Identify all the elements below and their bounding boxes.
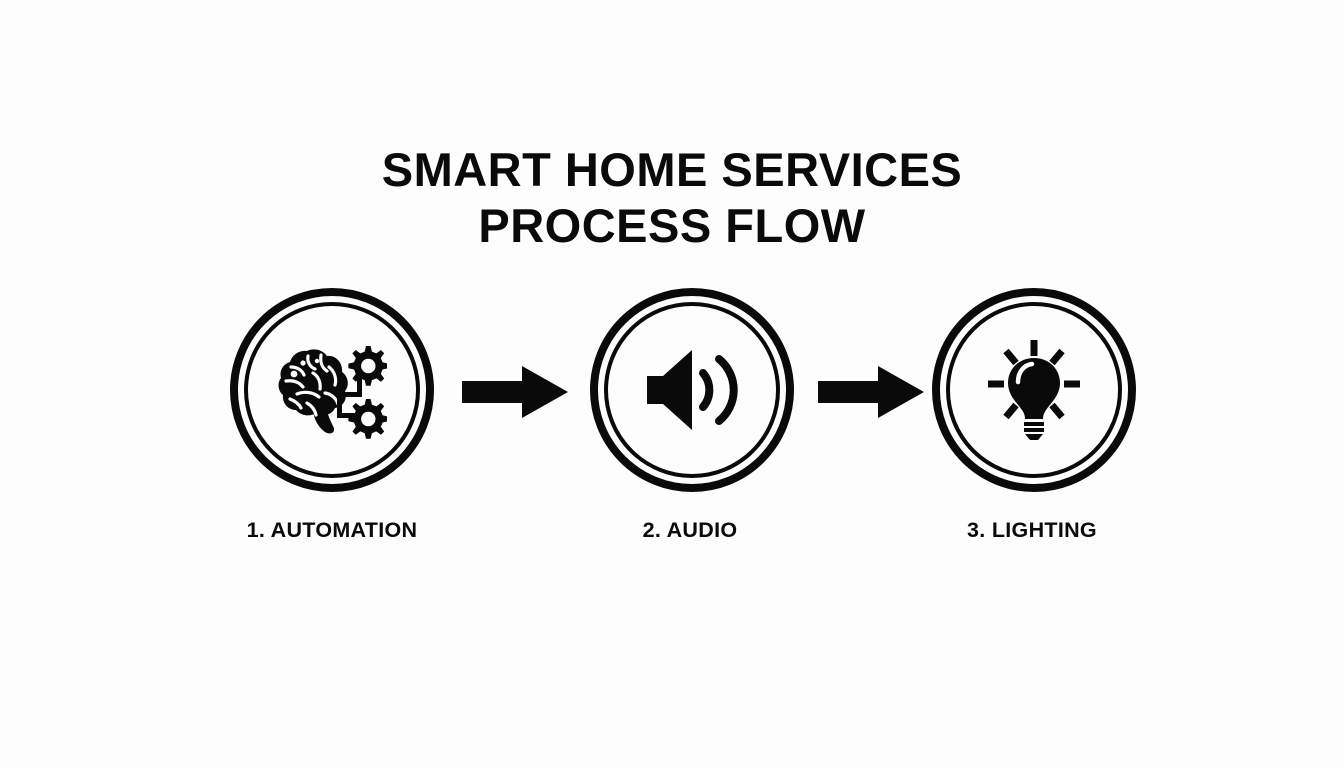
- step-label-audio: 2. AUDIO: [642, 518, 738, 542]
- page-title-line-1: SMART HOME SERVICES: [381, 143, 963, 196]
- step-label-lighting: 3. LIGHTING: [967, 518, 1097, 542]
- node-icon-holder: [932, 288, 1136, 492]
- step-label-automation: 1. AUTOMATION: [246, 518, 418, 542]
- process-label-row: 1. AUTOMATION 2. AUDIO 3. LIGHTING: [0, 515, 1344, 549]
- process-step-lighting[interactable]: [932, 288, 1136, 492]
- flow-arrow-1: [462, 364, 568, 420]
- node-inner-ring: [604, 302, 780, 478]
- process-step-audio[interactable]: [590, 288, 794, 492]
- flow-arrow-2: [818, 364, 924, 420]
- page-title: SMART HOME SERVICES PROCESS FLOW: [0, 142, 1344, 254]
- node-inner-ring: [244, 302, 420, 478]
- speaker-volume-icon: [647, 350, 738, 430]
- light-bulb-icon: [988, 340, 1080, 440]
- page-title-line-2: PROCESS FLOW: [478, 199, 866, 252]
- node-inner-ring: [946, 302, 1122, 478]
- node-icon-holder: [230, 288, 434, 492]
- process-step-automation[interactable]: [230, 288, 434, 492]
- brain-gears-icon: [278, 346, 387, 439]
- process-flow-row: [0, 288, 1344, 498]
- node-icon-holder: [590, 288, 794, 492]
- arrow-right-icon: [462, 366, 568, 418]
- arrow-right-icon: [818, 366, 924, 418]
